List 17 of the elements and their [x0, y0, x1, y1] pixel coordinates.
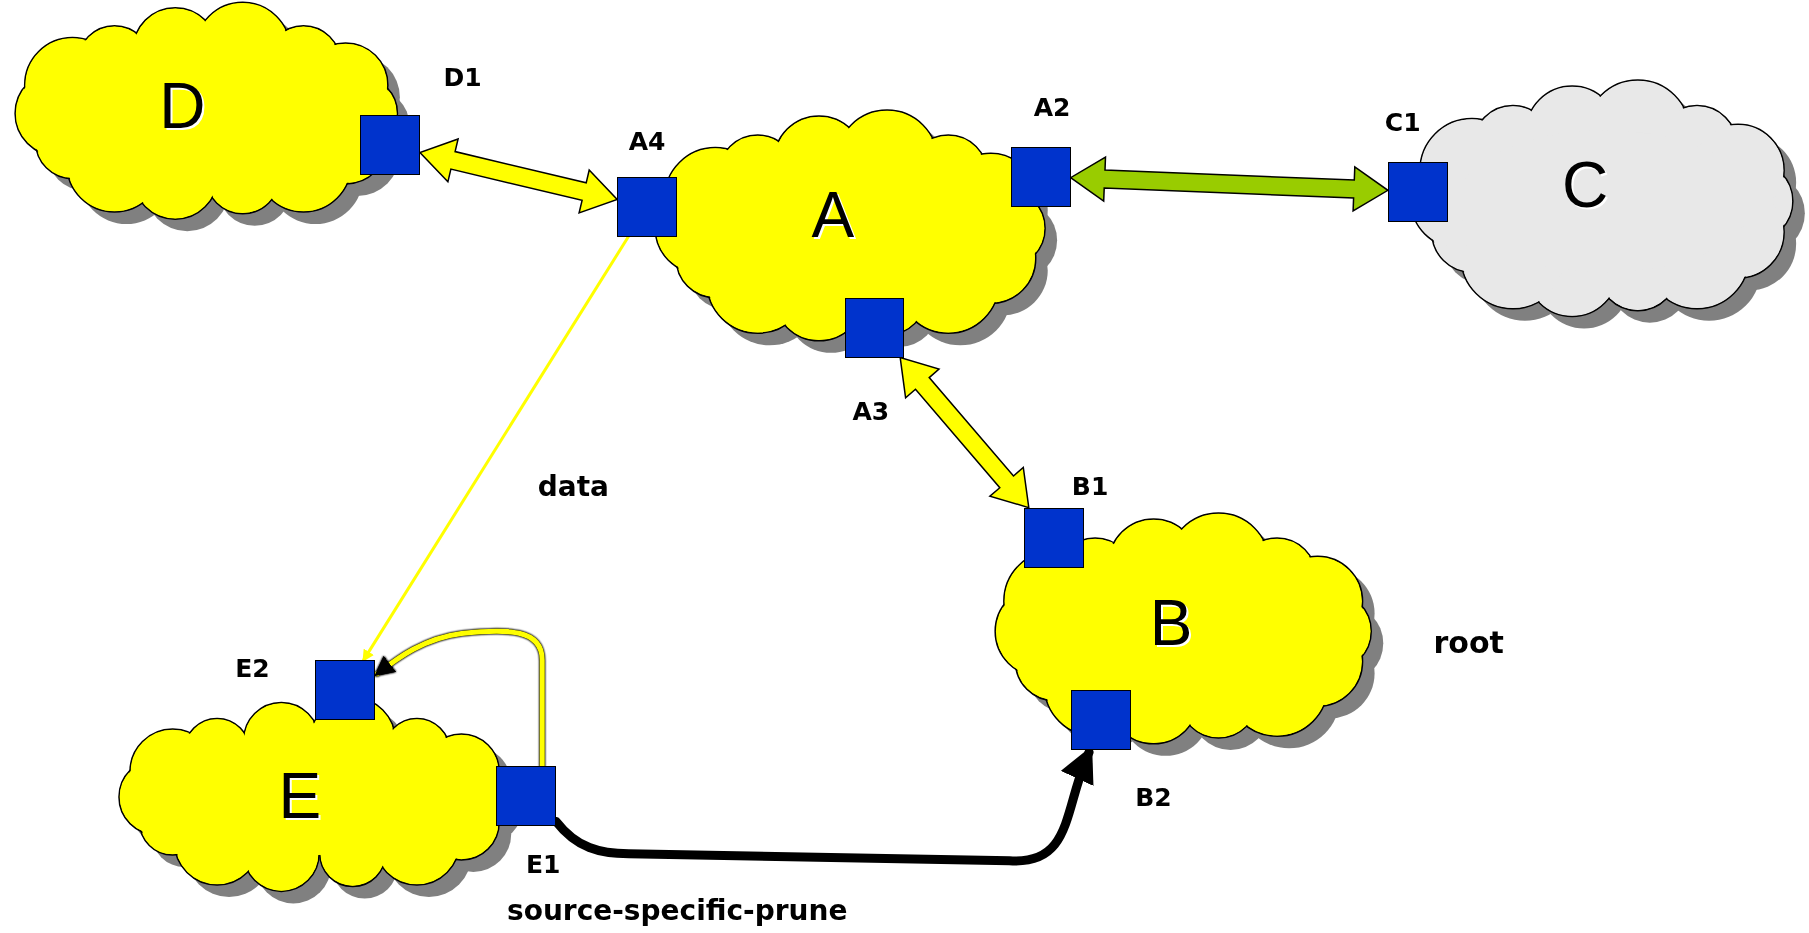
router-label: B1 — [1071, 473, 1109, 499]
router-label: A2 — [1033, 94, 1071, 120]
router-label: D1 — [443, 64, 482, 90]
double-arrow — [899, 356, 1030, 509]
arrow — [374, 628, 545, 769]
router-label: E1 — [526, 851, 561, 877]
router-label: A3 — [852, 398, 890, 424]
node-caption: root — [1433, 627, 1504, 658]
edge-label: source-specific-prune — [505, 897, 850, 926]
router-label: B2 — [1135, 784, 1172, 810]
cloud-label: E — [278, 764, 322, 829]
double-arrow — [418, 137, 619, 215]
cloud-label: D — [159, 74, 206, 139]
cloud-label: B — [1149, 591, 1193, 655]
double-arrow — [1069, 155, 1390, 213]
router-label: E2 — [235, 655, 270, 681]
arrow — [362, 235, 630, 662]
